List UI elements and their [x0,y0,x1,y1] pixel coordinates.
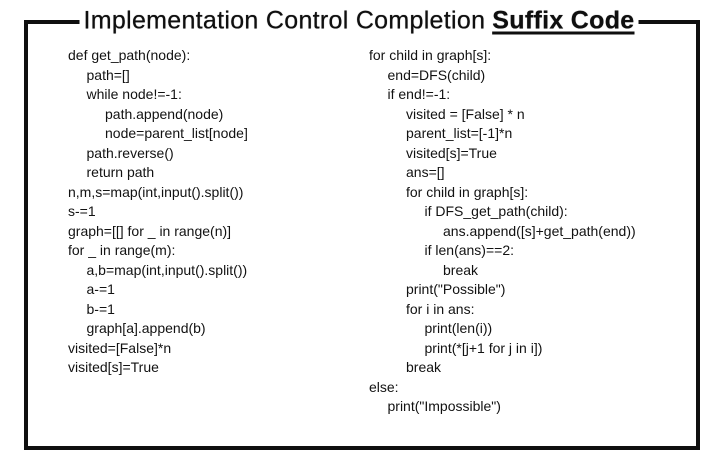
code-line: n,m,s=map(int,input().split()) [68,183,244,200]
code-line: break [443,261,479,278]
code-line: print(len(i)) [424,320,493,336]
code-line: visited = [False] * n [406,105,525,122]
code-line: if end!=-1: [387,86,451,102]
code-line: for child in graph[s]: [369,47,492,63]
code-line: node=parent_list[node] [105,125,248,141]
code-line: a,b=map(int,input().split()) [86,261,248,278]
code-column-right: for child in graph[s]: end=DFS(child) if e… [369,46,636,417]
code-line: path=[] [86,66,130,83]
code-line: for _ in range(m): [68,242,176,258]
code-line: for i in ans: [406,300,475,317]
code-line: a-=1 [86,281,115,297]
code-line: parent_list=[-1]*n [406,125,513,141]
code-line: end=DFS(child) [387,66,486,83]
code-line: for child in graph[s]: [406,183,529,200]
code-line: else: [369,378,399,395]
code-line: path.reverse() [86,144,174,161]
code-line: s-=1 [68,203,96,219]
code-line: if len(ans)==2: [424,242,515,258]
code-column-left: def get_path(node): path=[] while node!=-1… [68,46,248,378]
code-line: while node!=-1: [86,86,182,102]
figure-title-suffix: Suffix Code [492,6,635,35]
code-line: graph=[[] for _ in range(n)] [68,222,232,239]
code-line: break [406,359,442,375]
code-line: path.append(node) [105,105,224,122]
code-line: graph[a].append(b) [86,320,206,336]
code-line: if DFS_get_path(child): [424,203,568,219]
code-line: ans=[] [406,164,445,180]
code-line: ans.append([s]+get_path(end)) [443,222,636,239]
code-line: return path [86,164,155,180]
code-line: print("Possible") [406,281,506,297]
code-line: print(*[j+1 for j in i]) [424,339,543,356]
code-line: print("Impossible") [387,398,501,414]
code-line: def get_path(node): [68,47,191,63]
code-line: visited[s]=True [406,144,497,161]
code-line: b-=1 [86,300,115,317]
figure-title-plain: Implementation Control Completion [83,6,486,35]
code-line: visited=[False]*n [68,339,172,356]
code-line: visited[s]=True [68,359,159,375]
